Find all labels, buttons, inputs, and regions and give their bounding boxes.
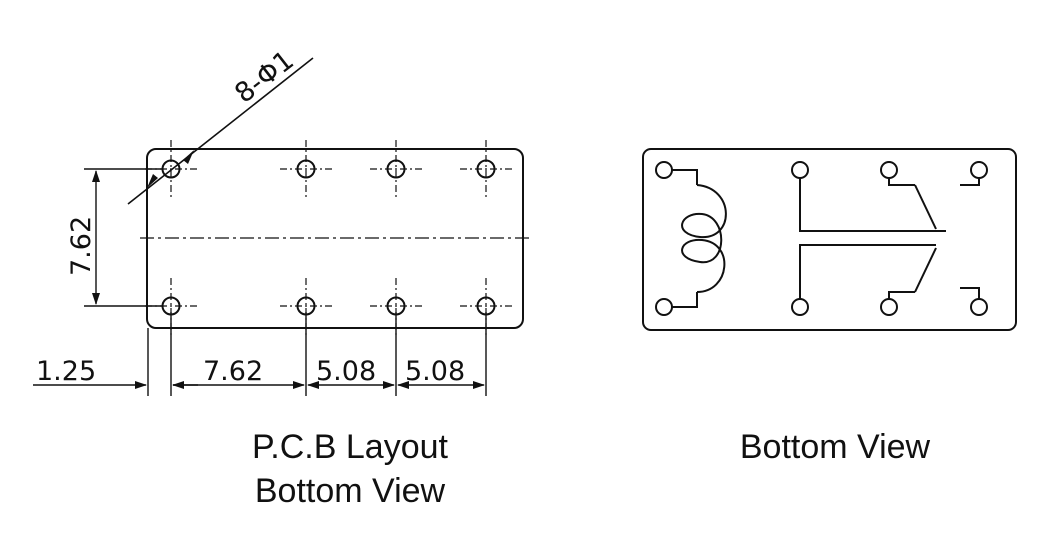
coil-icon	[681, 184, 727, 293]
pcb-caption-line1: P.C.B Layout	[252, 428, 448, 466]
offset-dimension-label: 1.25	[36, 356, 96, 387]
common-wire	[799, 178, 946, 232]
hole-callout-label: 8-Φ1	[229, 45, 300, 110]
pcb-hole	[280, 140, 332, 198]
no-wire	[960, 287, 980, 299]
switch-contact	[914, 184, 937, 230]
pcb-layout-caption: P.C.B Layout Bottom View	[200, 425, 500, 513]
bottom-view-schematic	[642, 148, 1017, 331]
pitch-dimension-label: 7.62	[203, 356, 263, 387]
coil-wire	[672, 169, 698, 185]
pcb-hole	[370, 140, 422, 198]
common-wire	[799, 244, 936, 299]
bottom-dimension-lines	[33, 312, 487, 396]
coil-wire	[672, 292, 698, 308]
row-spacing-label: 7.62	[66, 216, 97, 276]
switch-contact	[914, 247, 937, 293]
hole-callout-leader	[127, 57, 314, 205]
no-pin	[970, 298, 988, 316]
common-pin	[791, 161, 809, 179]
relay-outline	[642, 148, 1017, 331]
pitch-dimension-label: 5.08	[316, 356, 376, 387]
no-wire	[960, 178, 980, 186]
nc-wire	[888, 291, 915, 299]
bottom-caption-text: Bottom View	[739, 428, 931, 466]
nc-pin	[880, 298, 898, 316]
pcb-hole	[145, 140, 197, 198]
pcb-caption-line2: Bottom View	[254, 472, 446, 510]
nc-pin	[880, 161, 898, 179]
pitch-dimension-label: 5.08	[405, 356, 465, 387]
no-pin	[970, 161, 988, 179]
nc-wire	[888, 178, 915, 186]
pcb-hole	[460, 140, 512, 198]
common-pin	[791, 298, 809, 316]
bottom-view-caption: Bottom View	[680, 425, 990, 469]
coil-pin	[655, 298, 673, 316]
pcb-layout-view	[33, 57, 530, 396]
coil-pin	[655, 161, 673, 179]
